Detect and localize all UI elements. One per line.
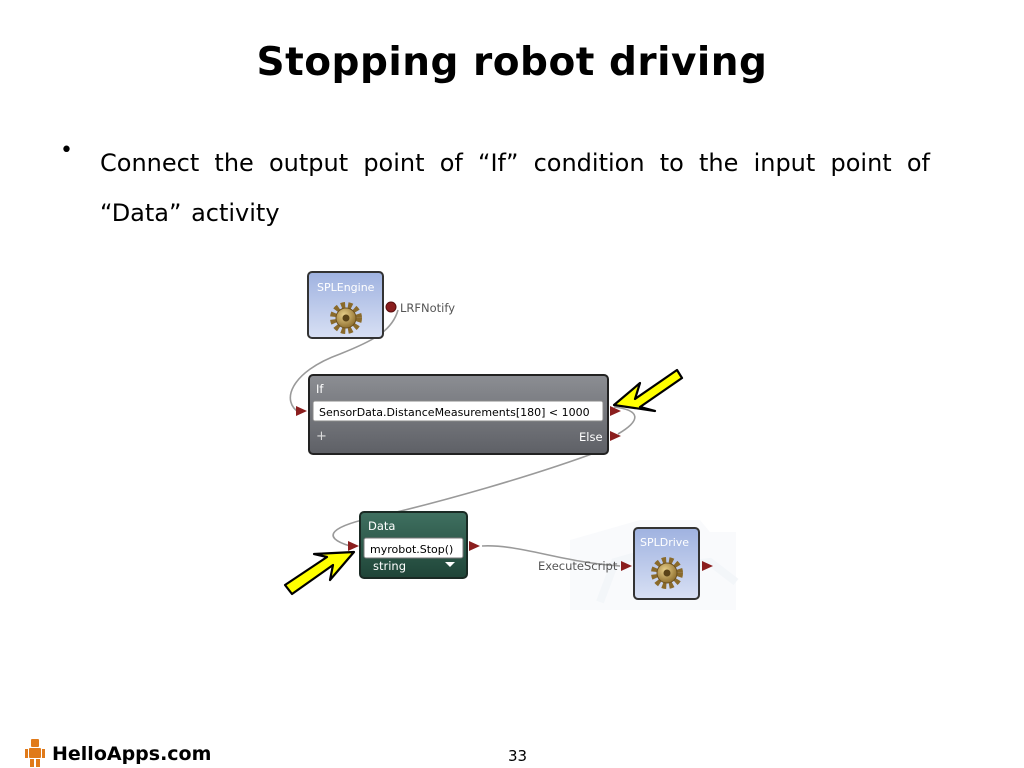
callout-arrow-data-input [283,550,356,596]
spl-drive-input-port[interactable] [621,561,632,571]
if-condition-field[interactable] [312,400,604,422]
lrf-notify-label: LRFNotify [400,301,455,315]
data-output-port[interactable] [469,541,480,551]
data-value-text: myrobot.Stop() [370,543,453,556]
if-else-output-port[interactable] [610,431,621,441]
add-condition-icon[interactable]: + [316,429,327,444]
spl-drive-service[interactable]: SPLDrive [633,527,700,600]
data-value-field[interactable] [363,537,464,559]
if-condition-text: SensorData.DistanceMeasurements[180] < 1… [319,406,590,419]
data-block[interactable]: Data myrobot.Stop() string [359,511,468,579]
lrf-notify-port[interactable] [385,301,397,313]
chevron-down-icon[interactable] [445,562,455,567]
gear-icon [330,302,362,334]
connection-wires [289,309,636,567]
data-type-select[interactable]: string [373,559,406,573]
if-true-output-port[interactable] [610,406,621,416]
helloapps-logo [25,739,45,767]
gear-icon [651,557,683,589]
bullet-dot: • [60,138,73,163]
spl-engine-service[interactable]: SPLEngine [307,271,384,339]
callout-arrow-if-output [612,368,684,413]
slide-title: Stopping robot driving [256,40,768,85]
execute-script-label: ExecuteScript [538,559,618,573]
spl-drive-output-port[interactable] [702,561,713,571]
page-number: 33 [508,747,528,765]
if-input-port[interactable] [296,406,307,416]
spl-engine-title: SPLEngine [317,281,375,294]
data-title: Data [368,519,395,533]
spl-drive-title: SPLDrive [640,536,689,549]
footer-brand[interactable]: HelloApps.com [52,743,212,765]
if-title: If [316,382,324,396]
data-input-port[interactable] [348,541,359,551]
bullet-text: Connect the output point of “If” conditi… [100,149,930,227]
vpl-diagram: SPLEngine LRFNotify If SensorData.Distan… [283,271,739,610]
else-label: Else [579,430,603,444]
if-block[interactable]: If SensorData.DistanceMeasurements[180] … [308,374,609,455]
